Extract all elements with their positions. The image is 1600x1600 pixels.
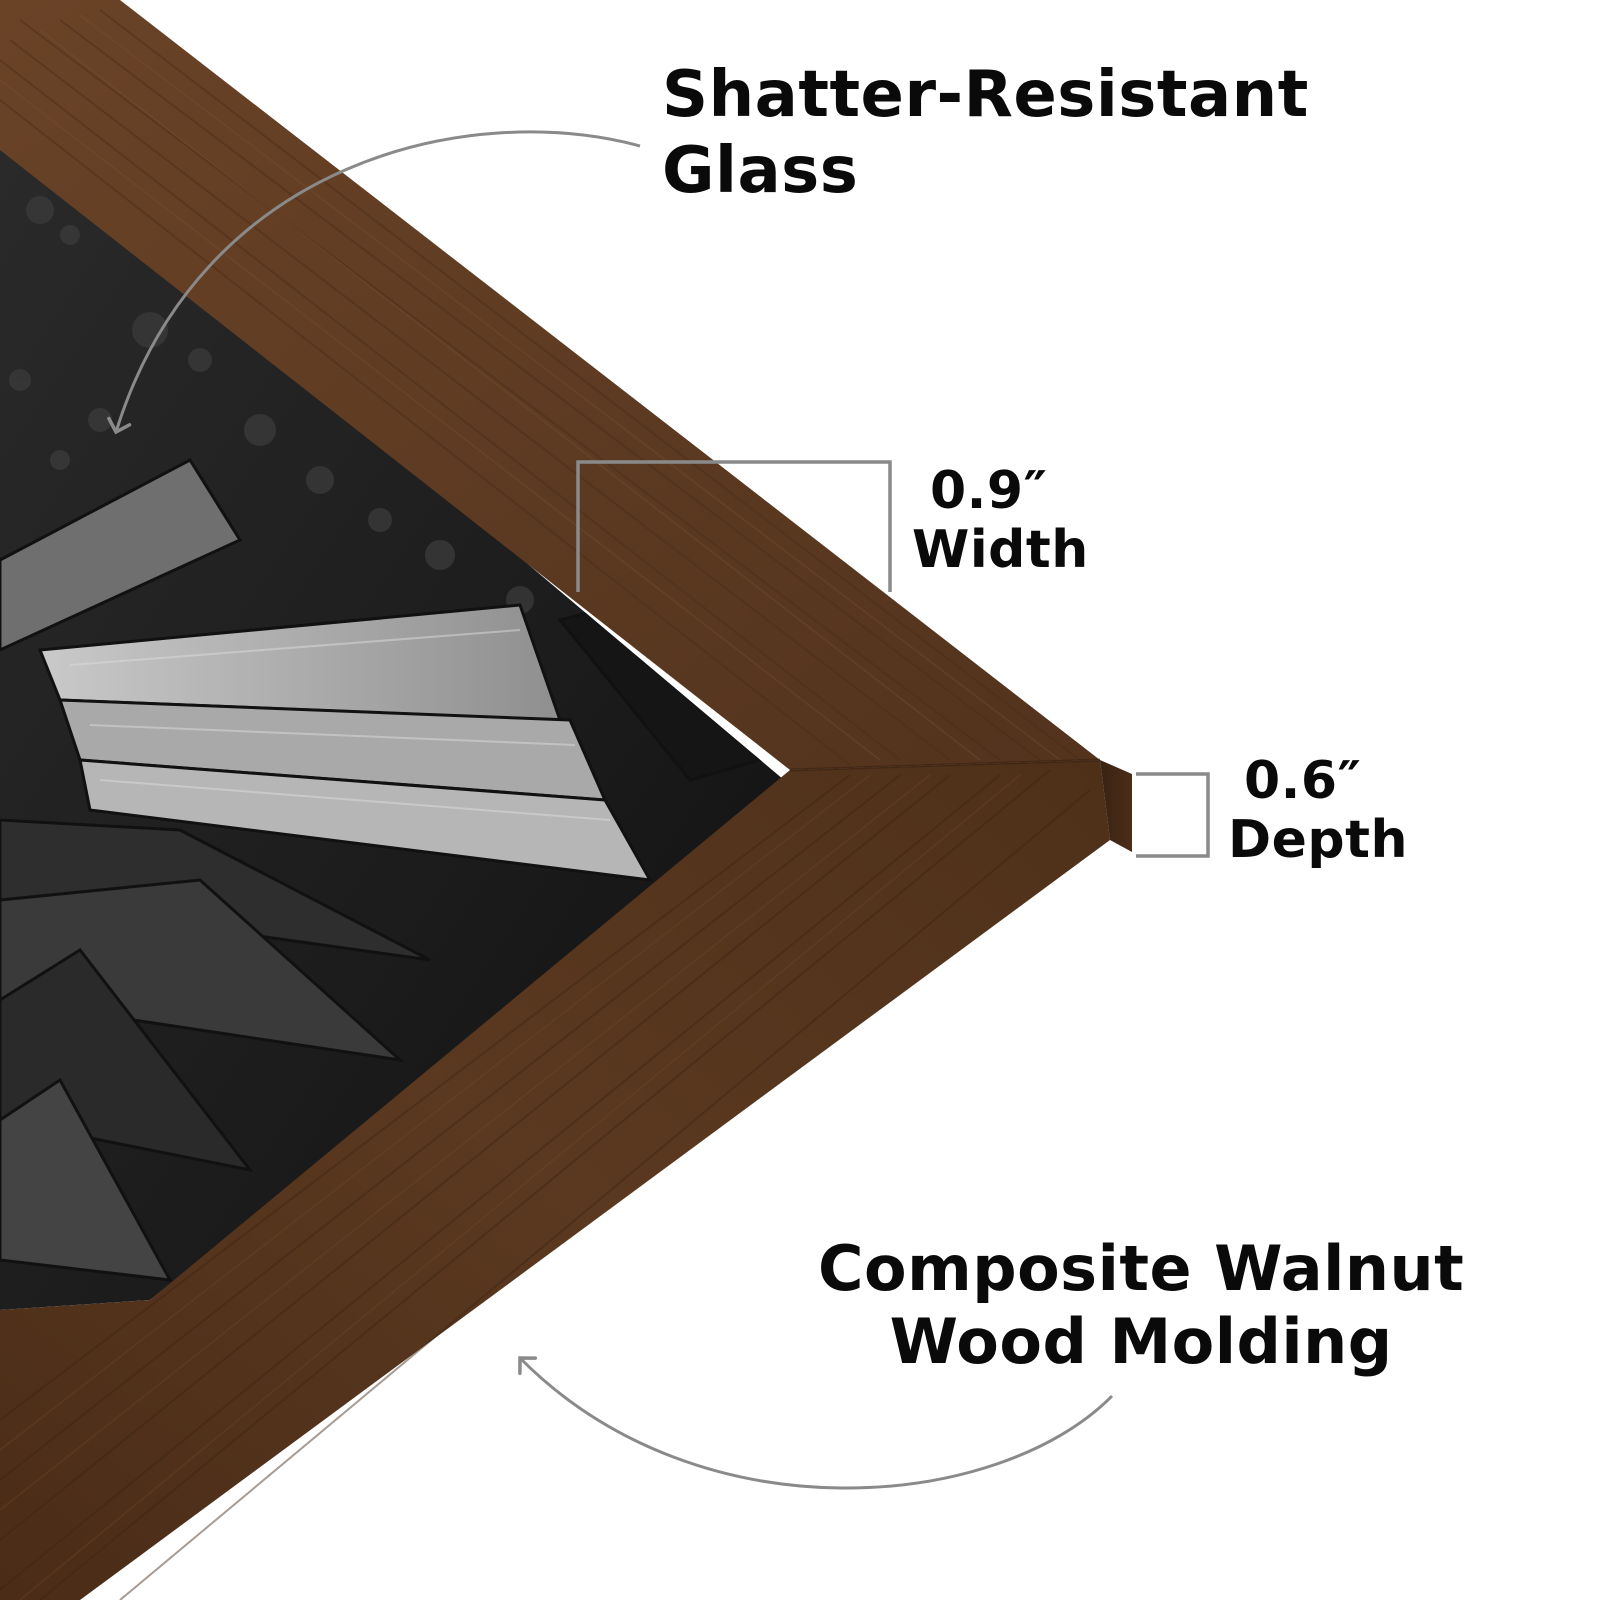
frame-depth-edge: [1100, 760, 1132, 852]
glass-callout-arrow: [107, 130, 641, 435]
depth-value: 0.6″: [1244, 751, 1362, 811]
width-bracket: [576, 460, 892, 592]
width-callout: 0.9″ Width: [912, 461, 1089, 581]
molding-callout-arrow: [518, 1356, 1114, 1490]
molding-callout-line1: Composite Walnut: [818, 1232, 1465, 1305]
depth-label-text: Depth: [1228, 810, 1409, 871]
molding-callout-line2: Wood Molding: [889, 1305, 1393, 1379]
frame-top-rail: [0, 0, 1100, 770]
width-value: 0.9″: [930, 461, 1048, 521]
depth-bracket: [1136, 772, 1210, 858]
glass-callout-line1: Shatter-Resistant: [662, 58, 1309, 132]
frame-bottom-rail: [0, 758, 1110, 1600]
width-label-text: Width: [912, 520, 1089, 581]
depth-callout: 0.6″ Depth: [1228, 751, 1409, 871]
glass-callout-line2: Glass: [662, 133, 859, 208]
walnut-molding-callout: Composite Walnut Wood Molding: [818, 1232, 1464, 1378]
shatter-resistant-glass-callout: Shatter-Resistant Glass: [662, 58, 1309, 209]
